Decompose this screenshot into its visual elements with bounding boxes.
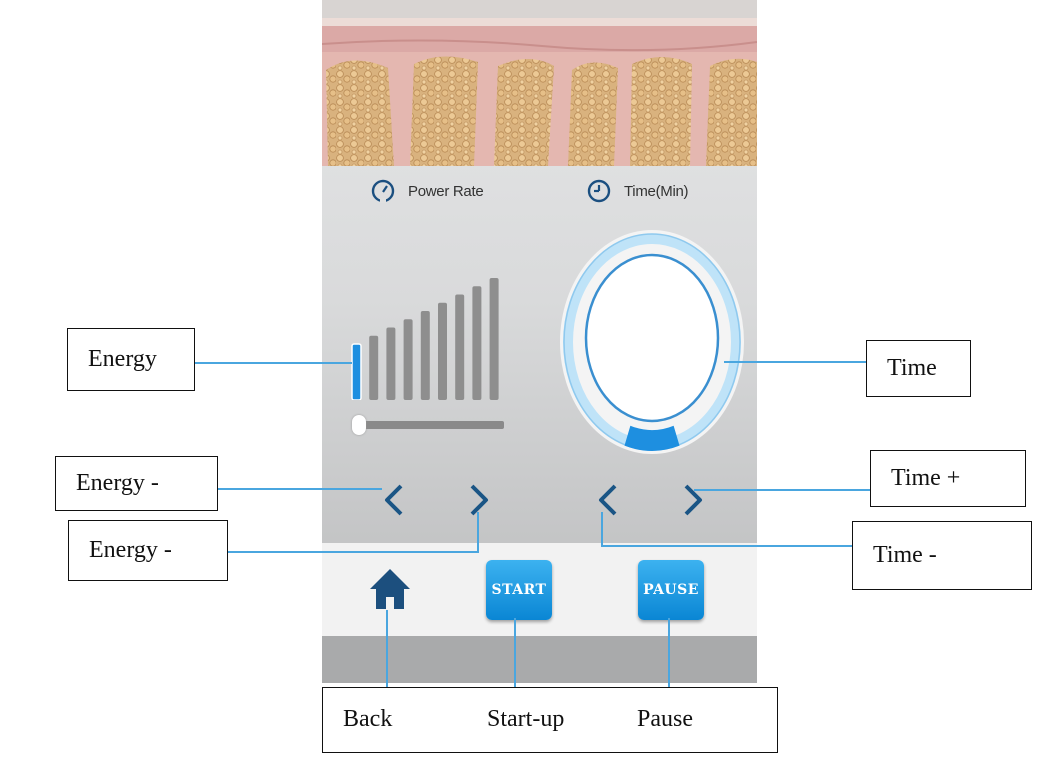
footer-strip bbox=[322, 636, 757, 683]
legend-box: Back Start-up Pause bbox=[322, 687, 778, 753]
energy-bar bbox=[369, 335, 379, 400]
time-ring bbox=[560, 230, 744, 454]
energy-bars bbox=[351, 278, 499, 400]
tissue-illustration bbox=[322, 0, 757, 166]
callout-time: Time bbox=[866, 340, 971, 397]
callout-energy-minus-2: Energy - bbox=[68, 520, 228, 581]
energy-bar bbox=[438, 302, 447, 400]
time-progress-arc bbox=[624, 425, 680, 451]
time-increase-button[interactable] bbox=[678, 480, 708, 520]
energy-slider-knob[interactable] bbox=[352, 415, 366, 435]
energy-bar bbox=[472, 286, 482, 400]
callout-time-minus: Time - bbox=[852, 521, 1032, 590]
energy-bar bbox=[489, 278, 499, 400]
legend-startup: Start-up bbox=[487, 706, 565, 732]
pause-button[interactable]: PAUSE bbox=[638, 560, 704, 620]
start-button[interactable]: START bbox=[486, 560, 552, 620]
callout-energy: Energy bbox=[67, 328, 195, 391]
time-header: Time(Min) bbox=[586, 178, 689, 204]
energy-bar bbox=[351, 343, 362, 400]
callout-energy-minus-1: Energy - bbox=[55, 456, 218, 511]
power-rate-label: Power Rate bbox=[408, 182, 484, 200]
energy-decrease-button[interactable] bbox=[379, 480, 409, 520]
device-screen: Power Rate Time(Min) START PAUSE bbox=[322, 0, 757, 683]
energy-bar bbox=[386, 327, 396, 400]
time-label: Time(Min) bbox=[624, 182, 689, 200]
clock-icon bbox=[587, 179, 611, 203]
power-rate-header: Power Rate bbox=[370, 178, 484, 204]
legend-pause: Pause bbox=[637, 706, 693, 732]
legend-back: Back bbox=[343, 706, 393, 732]
callout-time-plus: Time + bbox=[870, 450, 1026, 507]
home-icon[interactable] bbox=[367, 565, 413, 613]
gauge-icon bbox=[371, 179, 395, 203]
energy-bar bbox=[420, 311, 430, 400]
energy-increase-button[interactable] bbox=[464, 480, 494, 520]
energy-slider-track[interactable] bbox=[358, 421, 504, 429]
time-decrease-button[interactable] bbox=[593, 480, 623, 520]
energy-bar bbox=[455, 294, 465, 400]
energy-bar bbox=[403, 319, 413, 400]
